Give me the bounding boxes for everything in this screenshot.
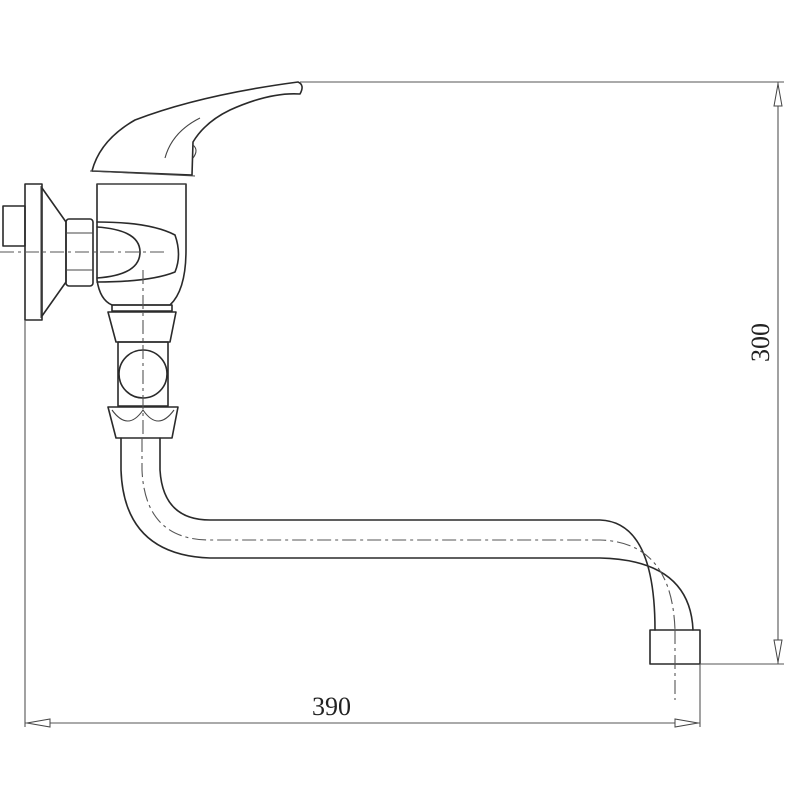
dimension-height-label: 300 (746, 323, 775, 362)
spout-tube (120, 437, 694, 631)
dimension-width-label: 390 (312, 692, 351, 721)
center-lines (0, 251, 676, 700)
lever-handle (89, 81, 303, 177)
valve-body (96, 183, 187, 306)
dimension-lines (24, 81, 784, 728)
